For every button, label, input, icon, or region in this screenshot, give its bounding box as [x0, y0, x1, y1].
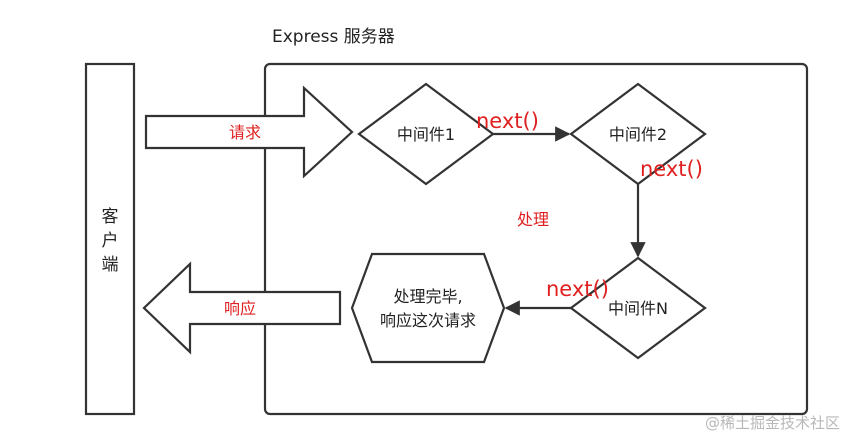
done-node [350, 252, 506, 364]
client-char-3: 端 [102, 255, 119, 275]
request-arrow [144, 85, 354, 179]
middleware-2-label: 中间件2 [609, 125, 667, 144]
client-char-1: 客 [102, 207, 119, 227]
middleware-n-label: 中间件N [608, 299, 668, 318]
client-box [84, 62, 136, 416]
done-label-line-1: 处理完毕, [393, 287, 462, 306]
done-label-line-2: 响应这次请求 [380, 311, 476, 330]
client-char-2: 户 [102, 231, 119, 251]
watermark: @稀土掘金技术社区 [705, 414, 840, 432]
next-label-2: next() [640, 157, 703, 181]
response-arrow [142, 261, 342, 355]
process-label: 处理 [517, 210, 549, 229]
middleware-1-label: 中间件1 [397, 125, 455, 144]
server-title: Express 服务器 [272, 27, 395, 47]
next-label-1: next() [476, 109, 539, 133]
middleware-n-node [569, 256, 707, 360]
response-label: 响应 [224, 299, 256, 318]
request-label: 请求 [229, 123, 261, 142]
middleware-1-node [357, 82, 495, 186]
next-label-3: next() [546, 277, 609, 301]
